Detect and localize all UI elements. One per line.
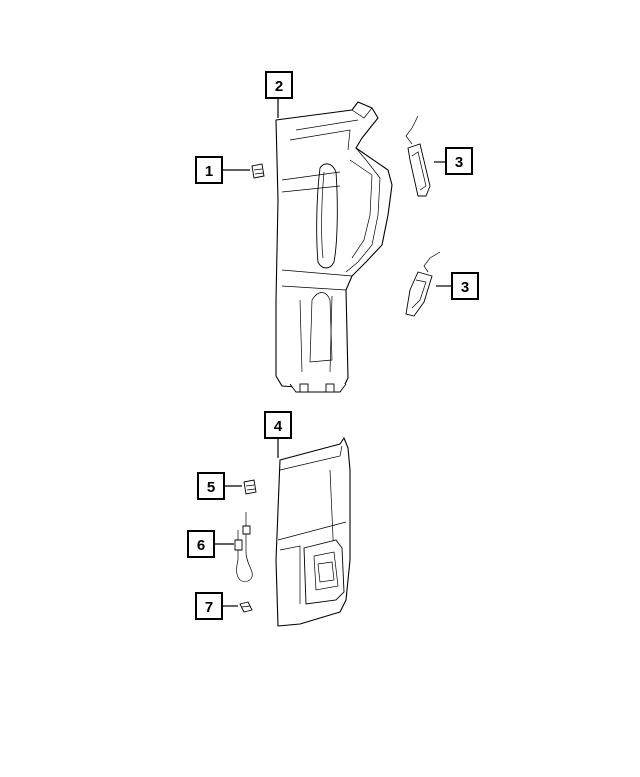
callout-1: 1 xyxy=(195,156,223,184)
callout-7-label: 7 xyxy=(205,599,213,616)
retainer-clip-7 xyxy=(239,601,253,613)
callout-5-label: 5 xyxy=(207,479,215,496)
callout-3-upper-label: 3 xyxy=(455,154,463,171)
callout-7: 7 xyxy=(195,592,223,620)
callout-4-label: 4 xyxy=(274,418,283,435)
seatbelt-bracket-upper xyxy=(405,115,431,197)
callout-4: 4 xyxy=(264,411,292,439)
callout-2: 2 xyxy=(265,71,293,99)
lower-pillar-trim xyxy=(275,437,351,627)
callout-3-lower: 3 xyxy=(451,272,479,300)
callout-3-lower-label: 3 xyxy=(461,279,469,296)
callout-6-label: 6 xyxy=(197,537,205,554)
retainer-clip-1 xyxy=(251,163,265,179)
callout-2-label: 2 xyxy=(275,78,283,95)
callout-5: 5 xyxy=(197,472,225,500)
wire-retainer-6 xyxy=(234,512,253,582)
callout-1-label: 1 xyxy=(205,163,213,180)
upper-pillar-trim xyxy=(275,101,393,393)
callout-6: 6 xyxy=(187,530,215,558)
retainer-clip-5 xyxy=(243,479,257,495)
callout-3-upper: 3 xyxy=(445,147,473,175)
seatbelt-bracket-lower xyxy=(405,251,441,317)
